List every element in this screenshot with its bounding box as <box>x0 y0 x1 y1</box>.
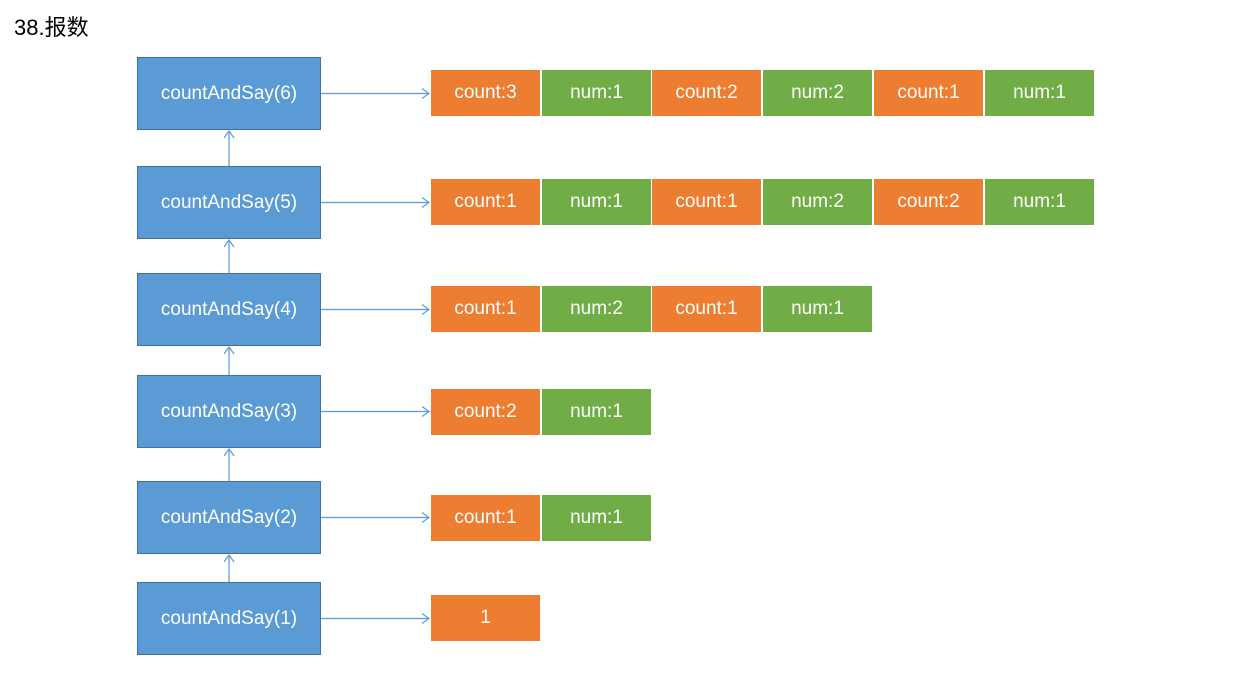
function-box: countAndSay(6) <box>137 57 321 130</box>
function-box: countAndSay(3) <box>137 375 321 448</box>
num-cell: num:1 <box>985 70 1094 116</box>
call-arrow-head <box>223 345 235 355</box>
digit-cell: 1 <box>431 595 540 641</box>
num-cell: num:1 <box>542 179 651 225</box>
result-arrow-head <box>421 304 431 315</box>
function-box: countAndSay(4) <box>137 273 321 346</box>
count-cell: count:2 <box>874 179 983 225</box>
num-cell: num:1 <box>763 286 872 332</box>
function-box: countAndSay(2) <box>137 481 321 554</box>
result-arrow-head <box>421 88 431 99</box>
num-cell: num:1 <box>985 179 1094 225</box>
count-cell: count:1 <box>874 70 983 116</box>
function-box: countAndSay(1) <box>137 582 321 655</box>
result-arrow-head <box>421 406 431 417</box>
num-cell: num:1 <box>542 70 651 116</box>
call-arrow-head <box>223 553 235 563</box>
count-cell: count:1 <box>652 179 761 225</box>
function-box: countAndSay(5) <box>137 166 321 239</box>
call-arrow-head <box>223 129 235 139</box>
result-arrow-head <box>421 197 431 208</box>
num-cell: num:2 <box>763 179 872 225</box>
num-cell: num:1 <box>542 495 651 541</box>
num-cell: num:2 <box>542 286 651 332</box>
count-cell: count:1 <box>652 286 761 332</box>
num-cell: num:2 <box>763 70 872 116</box>
call-arrow-head <box>223 238 235 248</box>
result-arrow-head <box>421 613 431 624</box>
count-cell: count:2 <box>652 70 761 116</box>
num-cell: num:1 <box>542 389 651 435</box>
count-cell: count:1 <box>431 495 540 541</box>
count-cell: count:1 <box>431 286 540 332</box>
count-cell: count:2 <box>431 389 540 435</box>
page-title: 38.报数 <box>14 15 89 40</box>
result-arrow-head <box>421 512 431 523</box>
call-arrow-head <box>223 447 235 457</box>
count-cell: count:3 <box>431 70 540 116</box>
count-cell: count:1 <box>431 179 540 225</box>
